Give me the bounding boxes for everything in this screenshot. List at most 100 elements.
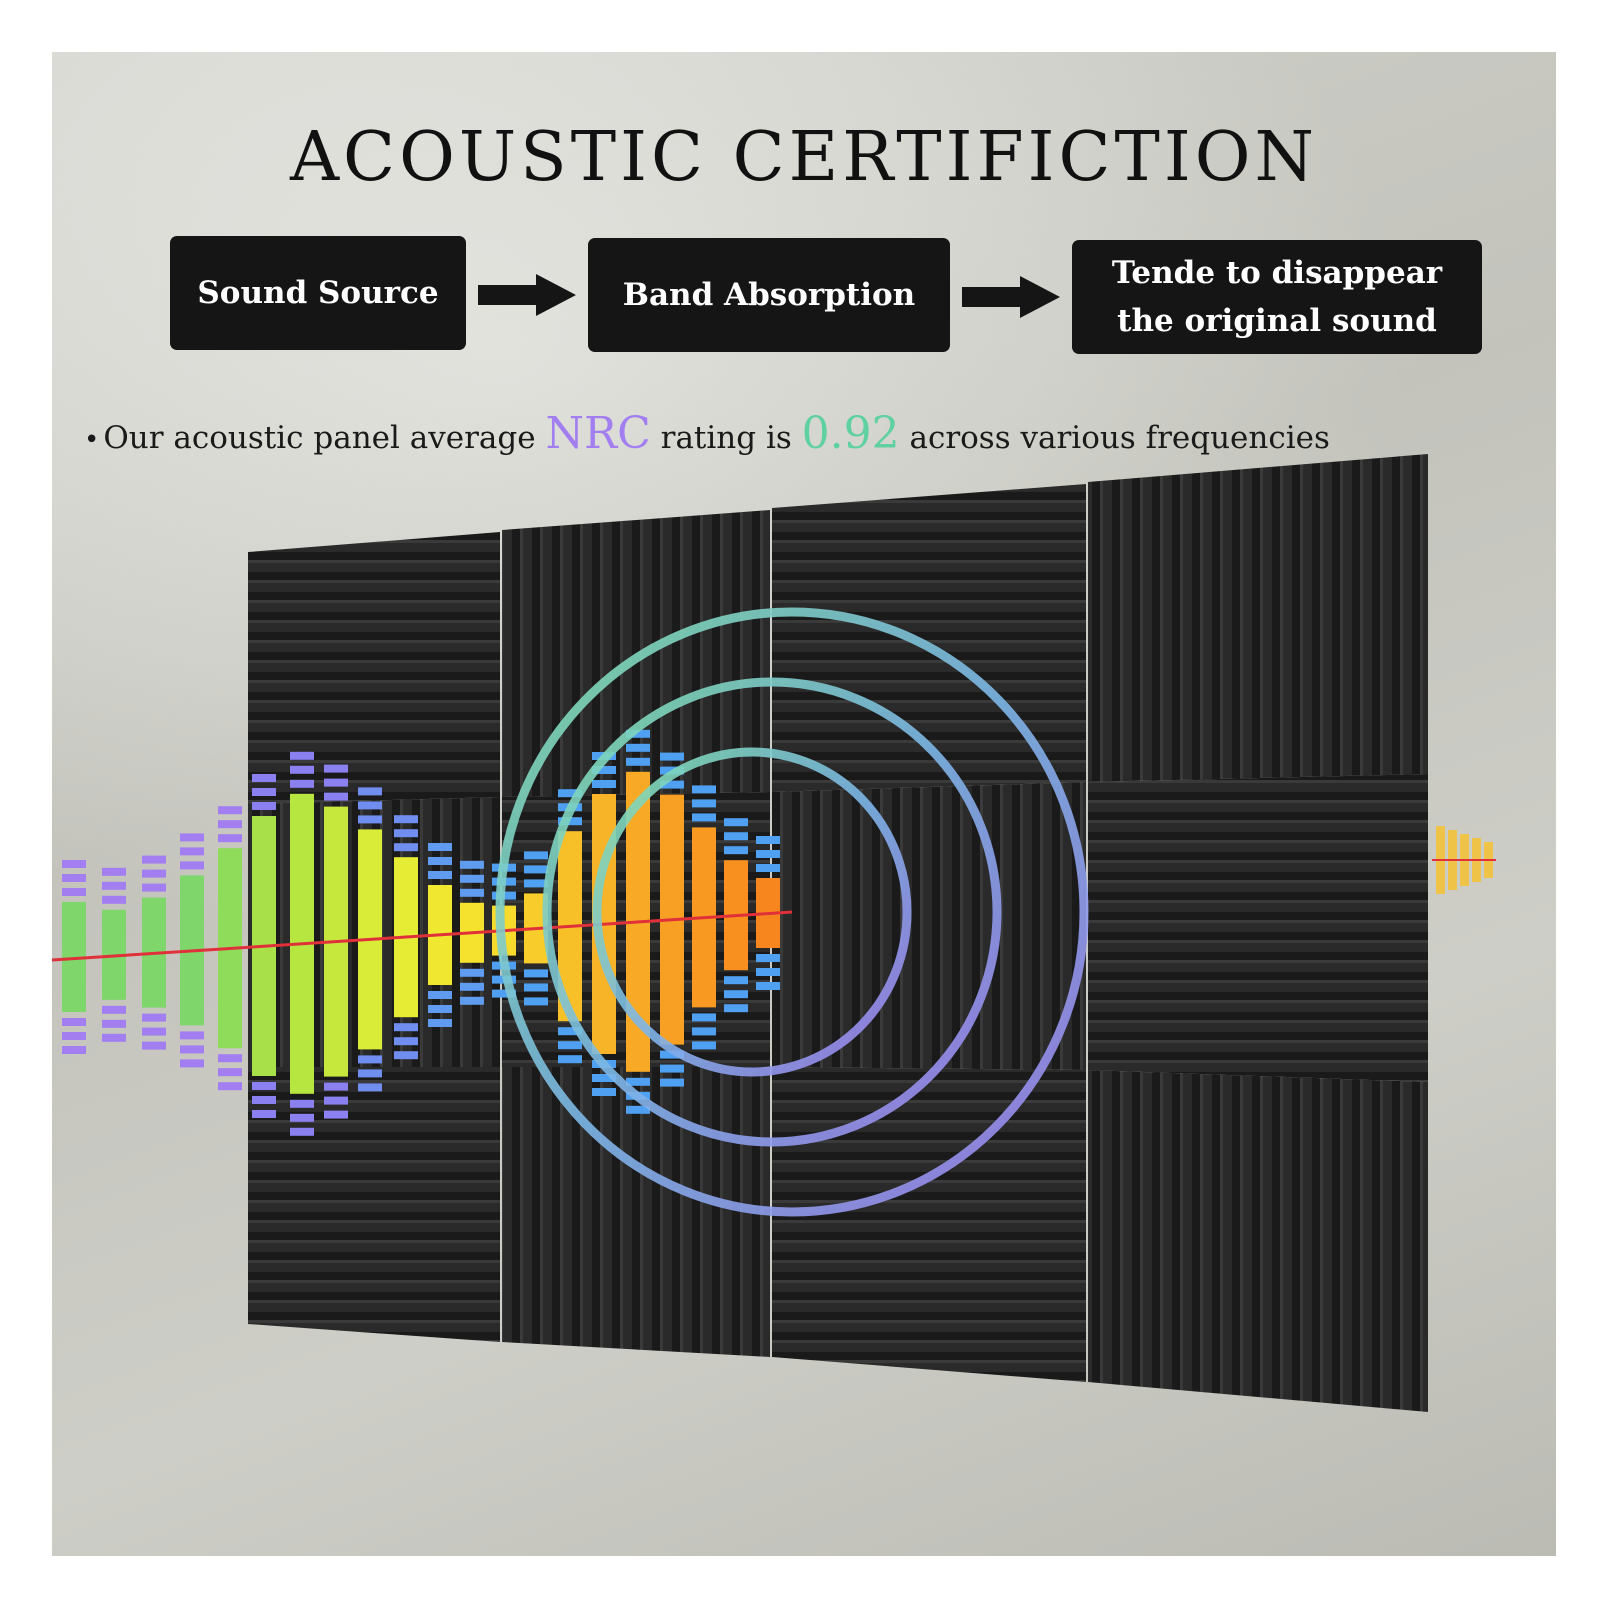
- equalizer-cap: [756, 850, 780, 858]
- equalizer-cap: [524, 865, 548, 874]
- equalizer-cap: [660, 1078, 684, 1087]
- equalizer-cap: [102, 881, 126, 890]
- equalizer-cap: [180, 861, 204, 870]
- equalizer-cap: [724, 990, 748, 999]
- equalizer-cap: [626, 1077, 650, 1086]
- equalizer-cap: [180, 1031, 204, 1040]
- arrow-right-icon: [962, 276, 1060, 318]
- equalizer-cap: [724, 818, 748, 827]
- equalizer-cap: [394, 829, 418, 838]
- equalizer-cap: [692, 799, 716, 808]
- claim-prefix: Our acoustic panel average: [103, 420, 536, 456]
- equalizer-cap: [324, 1082, 348, 1091]
- equalizer-cap: [756, 836, 780, 844]
- equalizer-cap: [394, 843, 418, 852]
- equalizer-cap: [394, 1023, 418, 1032]
- equalizer-cap: [324, 792, 348, 801]
- equalizer-cap: [558, 1027, 582, 1036]
- flow-step-label: Tende to disappear the original sound: [1111, 255, 1443, 339]
- equalizer-cap: [142, 1013, 166, 1022]
- equalizer-cap: [428, 991, 452, 999]
- equalizer-cap: [180, 1059, 204, 1068]
- sound-rings: [495, 607, 1089, 1217]
- page-title: ACOUSTIC CERTIFICTION: [289, 118, 1319, 197]
- equalizer-cap: [142, 855, 166, 864]
- foam-panel-grid: [248, 454, 1428, 1412]
- equalizer-cap: [724, 846, 748, 855]
- equalizer-cap: [394, 815, 418, 824]
- equalizer-cap: [428, 871, 452, 879]
- acoustic-panel-illustration: [52, 454, 1496, 1412]
- equalizer-cap: [692, 785, 716, 794]
- equalizer-cap: [290, 751, 314, 760]
- equalizer-cap: [460, 996, 484, 1005]
- equalizer-cap: [142, 869, 166, 878]
- equalizer-cap: [324, 764, 348, 773]
- equalizer-cap: [724, 976, 748, 985]
- flow-step-sound-source: Sound Source: [170, 236, 466, 350]
- equalizer-cap: [460, 874, 484, 883]
- equalizer-cap: [252, 1082, 276, 1090]
- product-image-frame: ACOUSTIC CERTIFICTION Sound Source Band …: [52, 52, 1556, 1556]
- equalizer-cap: [324, 1110, 348, 1119]
- equalizer-cap: [102, 1005, 126, 1014]
- equalizer-cap: [324, 1096, 348, 1105]
- equalizer-cap: [724, 1004, 748, 1013]
- equalizer-cap: [142, 1041, 166, 1050]
- equalizer-cap: [394, 1037, 418, 1046]
- equalizer-cap: [102, 895, 126, 904]
- equalizer-cap: [252, 1110, 276, 1118]
- equalizer-cap: [218, 1068, 242, 1077]
- equalizer-cap: [460, 968, 484, 977]
- equalizer-cap: [558, 789, 582, 798]
- signal-line: [52, 910, 793, 962]
- equalizer-cap: [524, 969, 548, 978]
- equalizer-cap: [724, 832, 748, 841]
- equalizer-cap: [252, 1096, 276, 1104]
- equalizer-cap: [692, 1013, 716, 1022]
- equalizer-cap: [524, 851, 548, 860]
- equalizer-cap: [692, 813, 716, 822]
- equalizer-cap: [524, 983, 548, 992]
- equalizer-cap: [290, 1113, 314, 1122]
- equalizer-cap: [460, 982, 484, 991]
- equalizer-cap: [290, 779, 314, 788]
- equalizer-cap: [180, 847, 204, 856]
- arrow-right-icon: [478, 274, 576, 316]
- equalizer-cap: [460, 860, 484, 869]
- equalizer-cap: [592, 766, 616, 774]
- equalizer-cap: [592, 1074, 616, 1082]
- equalizer-cap: [62, 860, 86, 868]
- equalizer-cap: [592, 1088, 616, 1096]
- equalizer-cap: [252, 802, 276, 810]
- equalizer-cap: [290, 765, 314, 774]
- claim-middle: rating is: [660, 420, 792, 456]
- claim-suffix: across various frequencies: [909, 420, 1330, 456]
- equalizer-cap: [428, 843, 452, 851]
- claim-value: 0.92: [801, 408, 900, 459]
- equalizer-cap: [660, 752, 684, 761]
- equalizer-cap: [62, 1046, 86, 1054]
- equalizer-cap: [660, 1050, 684, 1059]
- equalizer-cap: [756, 968, 780, 976]
- equalizer-cap: [428, 857, 452, 865]
- equalizer-cap: [756, 864, 780, 872]
- equalizer-cap: [358, 1083, 382, 1092]
- equalizer-cap: [592, 780, 616, 788]
- equalizer-cap: [218, 1054, 242, 1063]
- equalizer-cap: [358, 801, 382, 810]
- equalizer-cap: [692, 1027, 716, 1036]
- equalizer-cap: [290, 1127, 314, 1136]
- equalizer-cap: [626, 743, 650, 752]
- equalizer-cap: [358, 1069, 382, 1078]
- equalizer-cap: [180, 1045, 204, 1054]
- equalizer-cap: [102, 1019, 126, 1028]
- equalizer-cap: [626, 1105, 650, 1114]
- equalizer-cap: [492, 989, 516, 998]
- equalizer-cap: [324, 778, 348, 787]
- equalizer-cap: [62, 1032, 86, 1040]
- equalizer-cap: [428, 1005, 452, 1013]
- equalizer-cap: [218, 834, 242, 843]
- equalizer-cap: [142, 1027, 166, 1036]
- equalizer-cap: [660, 780, 684, 789]
